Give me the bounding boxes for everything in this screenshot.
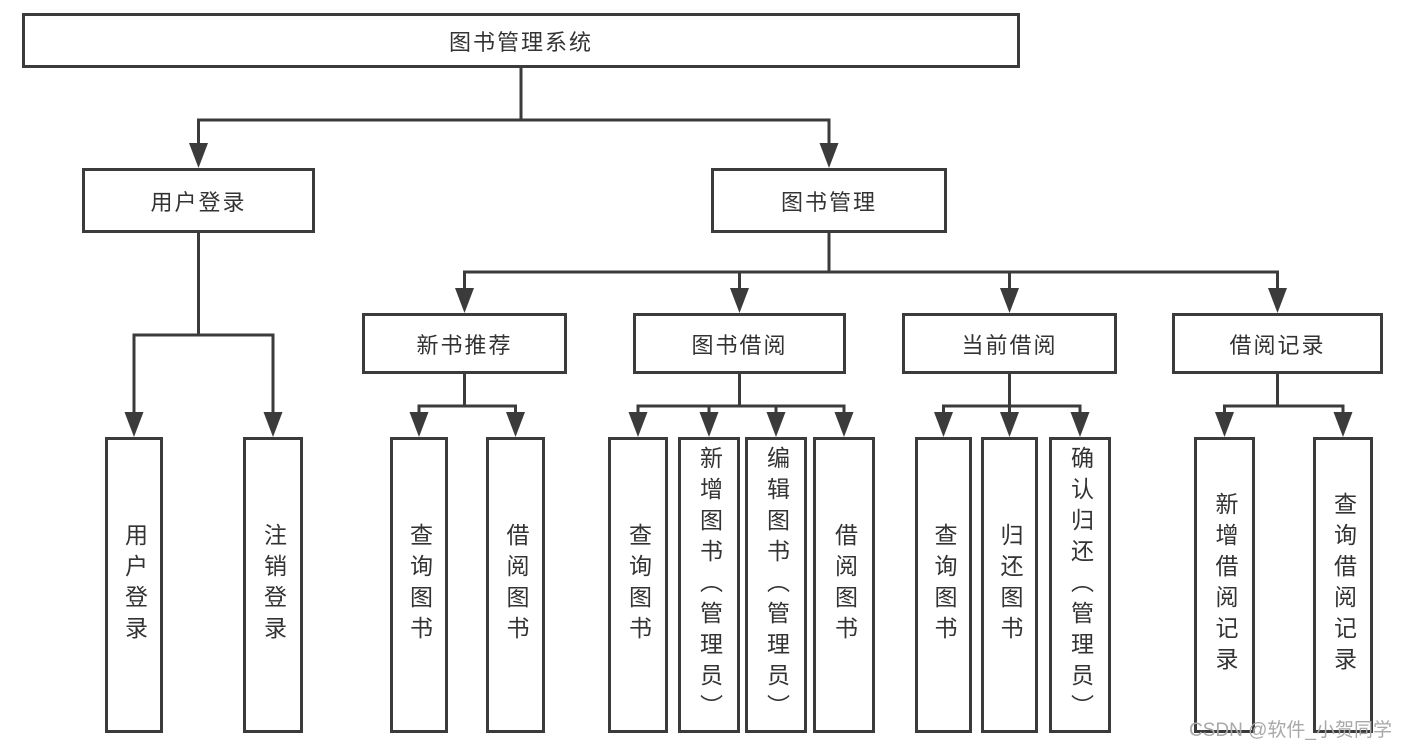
connector-book-management-to-level3 <box>455 233 1287 313</box>
node-label: 借阅图书 <box>831 523 858 647</box>
connector-book-borrowing-to-leaves <box>628 374 854 437</box>
connector-root-to-level2 <box>189 68 839 168</box>
leaf-borrow-books-borrowing: 借阅图书 <box>813 437 875 733</box>
node-borrowing-records: 借阅记录 <box>1172 313 1383 374</box>
node-label: 编辑图书（管理员） <box>763 445 790 725</box>
node-book-management: 图书管理 <box>711 168 947 233</box>
node-library-management-system: 图书管理系统 <box>22 13 1020 68</box>
node-label: 新增图书（管理员） <box>696 445 723 725</box>
node-label: 新增借阅记录 <box>1212 492 1238 678</box>
node-label: 图书管理 <box>780 189 877 215</box>
leaf-logout: 注销登录 <box>243 437 303 733</box>
node-label: 图书管理系统 <box>448 29 593 55</box>
node-new-book-recommendation: 新书推荐 <box>362 313 567 374</box>
node-label: 查询借阅记录 <box>1330 492 1357 678</box>
csdn-watermark: CSDN @软件_小贺同学 <box>1189 720 1392 741</box>
leaf-confirm-return-admin: 确认归还（管理员） <box>1049 437 1111 733</box>
leaf-query-books-current: 查询图书 <box>915 437 972 733</box>
node-label: 新书推荐 <box>416 332 513 358</box>
leaf-query-books-recommendation: 查询图书 <box>390 437 448 733</box>
node-label: 确认归还（管理员） <box>1067 445 1094 725</box>
node-label: 注销登录 <box>260 523 287 647</box>
node-label: 查询图书 <box>406 523 433 647</box>
connector-borrowing-records-to-leaves <box>1215 374 1353 437</box>
node-label: 当前借阅 <box>961 332 1058 358</box>
node-label: 用户登录 <box>121 523 148 647</box>
node-label: 查询图书 <box>931 523 957 647</box>
node-book-borrowing: 图书借阅 <box>633 313 846 374</box>
node-label: 归还图书 <box>997 523 1023 647</box>
leaf-edit-books-admin: 编辑图书（管理员） <box>745 437 807 733</box>
leaf-return-books: 归还图书 <box>981 437 1038 733</box>
leaf-borrow-books-recommendation: 借阅图书 <box>486 437 545 733</box>
node-current-borrowing: 当前借阅 <box>902 313 1117 374</box>
node-user-login: 用户登录 <box>82 168 315 233</box>
connector-new-book-recommendation-to-leaves <box>409 374 525 437</box>
node-label: 查询图书 <box>625 523 652 647</box>
node-label: 借阅记录 <box>1229 332 1326 358</box>
leaf-add-borrow-record: 新增借阅记录 <box>1194 437 1255 733</box>
connector-user-login-to-leaves <box>124 233 283 437</box>
node-label: 借阅图书 <box>503 523 529 647</box>
node-label: 图书借阅 <box>691 332 788 358</box>
leaf-query-books-borrowing: 查询图书 <box>608 437 668 733</box>
leaf-query-borrow-record: 查询借阅记录 <box>1313 437 1373 733</box>
connector-current-borrowing-to-leaves <box>934 374 1090 437</box>
node-label: 用户登录 <box>150 189 247 215</box>
leaf-user-login: 用户登录 <box>105 437 163 733</box>
leaf-add-books-admin: 新增图书（管理员） <box>678 437 740 733</box>
